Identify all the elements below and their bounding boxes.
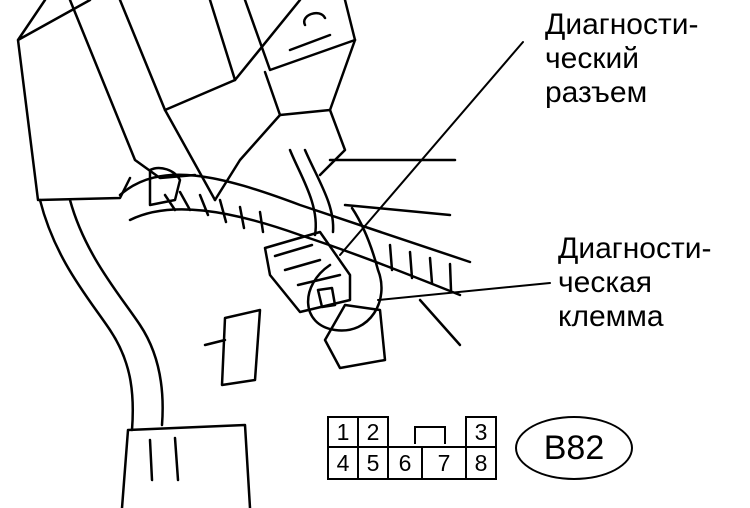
pin-7: 7 xyxy=(421,446,467,480)
pin-8: 8 xyxy=(465,446,497,480)
terminal-label-line-2: ческая xyxy=(558,266,653,299)
connector-pin-diagram: 1 2 3 4 5 6 7 8 xyxy=(327,416,497,480)
terminal-leader-line xyxy=(377,282,551,301)
connector-label-line-2: ческий xyxy=(545,42,639,75)
pin-4: 4 xyxy=(327,446,359,480)
connector-label-line-3: разъем xyxy=(545,76,648,109)
pin-5: 5 xyxy=(357,446,389,480)
terminal-label-line-3: клемма xyxy=(558,300,664,333)
pin-1: 1 xyxy=(327,416,359,448)
connector-label-line-1: Диагности- xyxy=(545,8,699,41)
connector-key xyxy=(414,426,446,444)
diagnostic-terminal-label: Диагности- ческая клемма xyxy=(558,232,711,334)
wire-harness xyxy=(118,148,472,297)
pedal-arm xyxy=(38,198,252,508)
lower-brackets xyxy=(203,298,462,387)
pin-2: 2 xyxy=(357,416,389,448)
pin-6: 6 xyxy=(387,446,423,480)
reference-code-badge: B82 xyxy=(515,416,633,480)
terminal-label-line-1: Диагности- xyxy=(558,232,712,265)
diagnostic-connector-label: Диагности- ческий разъем xyxy=(545,8,698,110)
module-housing xyxy=(16,0,457,217)
diagnostic-connector-body xyxy=(263,230,352,314)
pin-3: 3 xyxy=(465,416,497,448)
connector-leader-line xyxy=(339,41,524,256)
terminal-highlight-loop xyxy=(306,206,383,332)
